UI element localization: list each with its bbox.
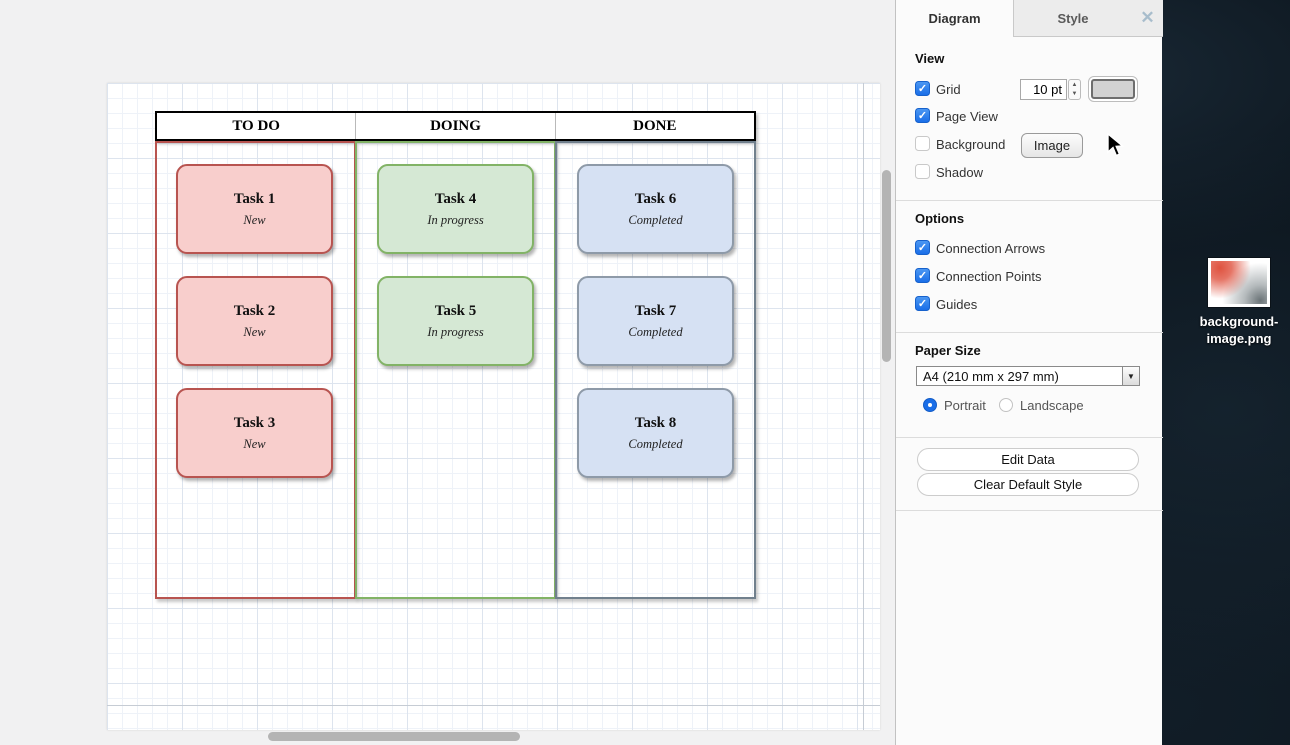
task-card[interactable]: Task 6 Completed [577, 164, 734, 254]
task-card[interactable]: Task 5 In progress [377, 276, 534, 366]
view-section-heading: View [915, 51, 945, 66]
task-status: In progress [427, 324, 484, 339]
task-card[interactable]: Task 4 In progress [377, 164, 534, 254]
clear-default-style-button[interactable]: Clear Default Style [917, 473, 1139, 496]
task-card[interactable]: Task 1 New [176, 164, 333, 254]
task-status: New [243, 212, 266, 227]
format-panel: Diagram Style ✕ View ✓ Grid ▲ ▼ ✓ Page V… [895, 0, 1163, 745]
page-break-line-horizontal [107, 705, 880, 706]
horizontal-scrollbar-thumb[interactable] [268, 732, 520, 741]
landscape-radio[interactable] [999, 398, 1013, 412]
dropdown-arrow-icon[interactable]: ▼ [1122, 367, 1139, 385]
section-divider [896, 510, 1163, 511]
paper-size-selected-value: A4 (210 mm x 297 mm) [923, 368, 1059, 384]
column-header-doing[interactable]: DOING [355, 113, 554, 139]
connection-points-label: Connection Points [936, 269, 1042, 284]
landscape-label: Landscape [1020, 398, 1084, 413]
task-name: Task 7 [634, 302, 677, 319]
task-name: Task 1 [233, 190, 276, 207]
guides-checkbox[interactable]: ✓ [915, 296, 930, 311]
options-section-heading: Options [915, 211, 965, 226]
guides-label: Guides [936, 297, 978, 312]
grid-color-swatch [1091, 79, 1135, 99]
column-header-done[interactable]: DONE [554, 113, 754, 139]
task-name: Task 3 [233, 414, 276, 431]
background-image-button[interactable]: Image [1021, 133, 1083, 158]
grid-color-button[interactable] [1088, 76, 1138, 102]
task-name: Task 2 [233, 302, 276, 319]
vertical-scrollbar-thumb[interactable] [882, 170, 891, 362]
section-divider [896, 332, 1163, 333]
paper-size-section-heading: Paper Size [915, 343, 981, 358]
task-name: Task 4 [434, 190, 477, 207]
connection-points-checkbox[interactable]: ✓ [915, 268, 930, 283]
column-header-todo[interactable]: TO DO [232, 117, 280, 134]
page-view-label: Page View [936, 109, 998, 124]
grid-checkbox[interactable]: ✓ [915, 81, 930, 96]
task-status: Completed [628, 324, 683, 339]
edit-data-button[interactable]: Edit Data [917, 448, 1139, 471]
connection-arrows-checkbox[interactable]: ✓ [915, 240, 930, 255]
shadow-label: Shadow [936, 165, 983, 180]
section-divider [896, 437, 1163, 438]
task-card[interactable]: Task 7 Completed [577, 276, 734, 366]
portrait-radio[interactable] [923, 398, 937, 412]
tab-style[interactable]: Style [1013, 0, 1132, 37]
task-card[interactable]: Task 8 Completed [577, 388, 734, 478]
image-thumbnail-icon [1208, 258, 1270, 307]
task-status: In progress [427, 212, 484, 227]
lane-done[interactable] [555, 141, 756, 599]
task-card[interactable]: Task 3 New [176, 388, 333, 478]
section-divider [896, 200, 1163, 201]
task-status: New [243, 324, 266, 339]
background-label: Background [936, 137, 1006, 152]
portrait-label: Portrait [944, 398, 986, 413]
tab-diagram[interactable]: Diagram [896, 0, 1013, 37]
drawing-canvas[interactable]: TO DO DOING DONE Task 1 New Task 2 New T… [0, 0, 895, 745]
stepper-up-icon[interactable]: ▲ [1071, 81, 1078, 88]
task-name: Task 5 [434, 302, 477, 319]
shadow-checkbox[interactable] [915, 164, 930, 179]
task-status: Completed [628, 212, 683, 227]
task-status: New [243, 436, 266, 451]
mouse-cursor-icon [1107, 133, 1125, 157]
page-view-checkbox[interactable]: ✓ [915, 108, 930, 123]
diagram-app-window: TO DO DOING DONE Task 1 New Task 2 New T… [0, 0, 1163, 745]
file-name-label: background-image.png [1199, 314, 1279, 346]
desktop-file-icon[interactable]: background-image.png [1196, 258, 1282, 348]
grid-size-stepper[interactable]: ▲ ▼ [1068, 79, 1081, 100]
grid-label: Grid [936, 82, 961, 97]
connection-arrows-label: Connection Arrows [936, 241, 1046, 256]
stepper-down-icon[interactable]: ▼ [1071, 91, 1078, 98]
task-status: Completed [628, 436, 683, 451]
paper-size-select[interactable]: A4 (210 mm x 297 mm) ▼ [916, 366, 1140, 386]
grid-size-input[interactable] [1020, 79, 1067, 100]
kanban-header-row[interactable]: TO DO DOING DONE [155, 111, 756, 141]
close-panel-icon[interactable]: ✕ [1132, 0, 1163, 37]
task-name: Task 8 [634, 414, 677, 431]
task-name: Task 6 [634, 190, 677, 207]
background-checkbox[interactable] [915, 136, 930, 151]
panel-tab-bar: Diagram Style ✕ [896, 0, 1163, 37]
page-break-line-vertical [863, 83, 864, 730]
task-card[interactable]: Task 2 New [176, 276, 333, 366]
